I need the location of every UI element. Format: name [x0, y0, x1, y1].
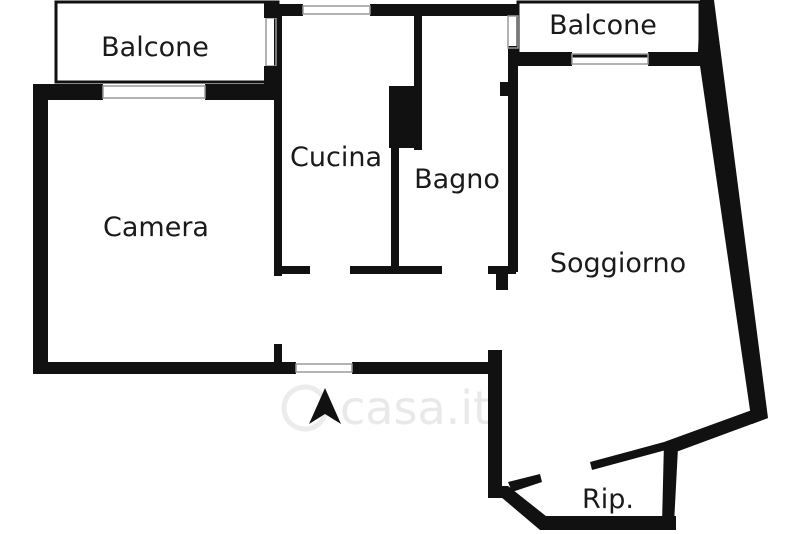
kitchen-appliance-block — [389, 86, 422, 148]
label-bagno: Bagno — [414, 164, 500, 195]
wall-camera-top-left — [33, 84, 103, 100]
wall-bottom-mid — [352, 362, 500, 374]
wall-camera-cucina — [274, 14, 282, 276]
label-balcone-left: Balcone — [101, 32, 209, 63]
wall-rip-diagonal-bottom — [488, 486, 556, 530]
window-soggiorno — [571, 53, 649, 65]
wall-rip-bottom — [540, 516, 676, 530]
corridor-floor — [280, 270, 500, 362]
wall-camera-corridor-jamb — [274, 344, 282, 366]
wall-soggiorno-top-left — [508, 52, 572, 66]
wall-kitchen-bottom — [280, 266, 310, 274]
rail-left-b — [264, 66, 278, 84]
watermark-text: casa.it — [340, 381, 491, 435]
floor-areas — [48, 100, 500, 362]
wall-bagno-bottom — [350, 266, 442, 274]
wall-bagno-lower — [391, 148, 399, 272]
balcony-rails — [264, 2, 278, 84]
wall-entry-column — [488, 350, 502, 498]
wall-camera-top-right — [205, 84, 281, 100]
label-ripostiglio: Rip. — [582, 484, 634, 515]
door-balcone-right — [507, 15, 519, 49]
openings — [102, 5, 649, 373]
label-camera: Camera — [103, 212, 209, 243]
window-camera — [102, 85, 206, 99]
wall-camera-left — [33, 84, 48, 374]
wall-bagno-right-tab — [500, 82, 510, 96]
label-balcone-right: Balcone — [549, 10, 657, 41]
camera-floor — [48, 100, 274, 362]
label-cucina: Cucina — [290, 142, 382, 173]
wall-soggiorno-bottom — [664, 410, 768, 452]
wall-rip-top-left — [508, 474, 542, 492]
entrance-arrow-icon — [309, 388, 341, 424]
label-soggiorno: Soggiorno — [550, 248, 686, 279]
wall-right-diagonal — [698, 0, 768, 424]
wall-rip-right — [662, 442, 678, 524]
wall-corridor-right-jamb — [496, 270, 508, 290]
wall-bottom-left — [33, 362, 296, 374]
window-kitchen — [302, 5, 371, 15]
wall-soggiorno-top-right — [648, 52, 712, 66]
walls — [33, 0, 768, 530]
rail-left-a — [264, 2, 278, 18]
room-labels: Balcone Balcone Cucina Bagno Camera Sogg… — [101, 10, 686, 515]
wall-cucina-bagno — [414, 10, 422, 150]
wall-rip-top-right — [590, 442, 666, 470]
wall-kitchen-top-right — [370, 4, 518, 16]
wall-bagno-right — [508, 46, 518, 272]
casa-it-watermark: casa.it — [281, 381, 491, 435]
door-entrance — [295, 363, 353, 373]
